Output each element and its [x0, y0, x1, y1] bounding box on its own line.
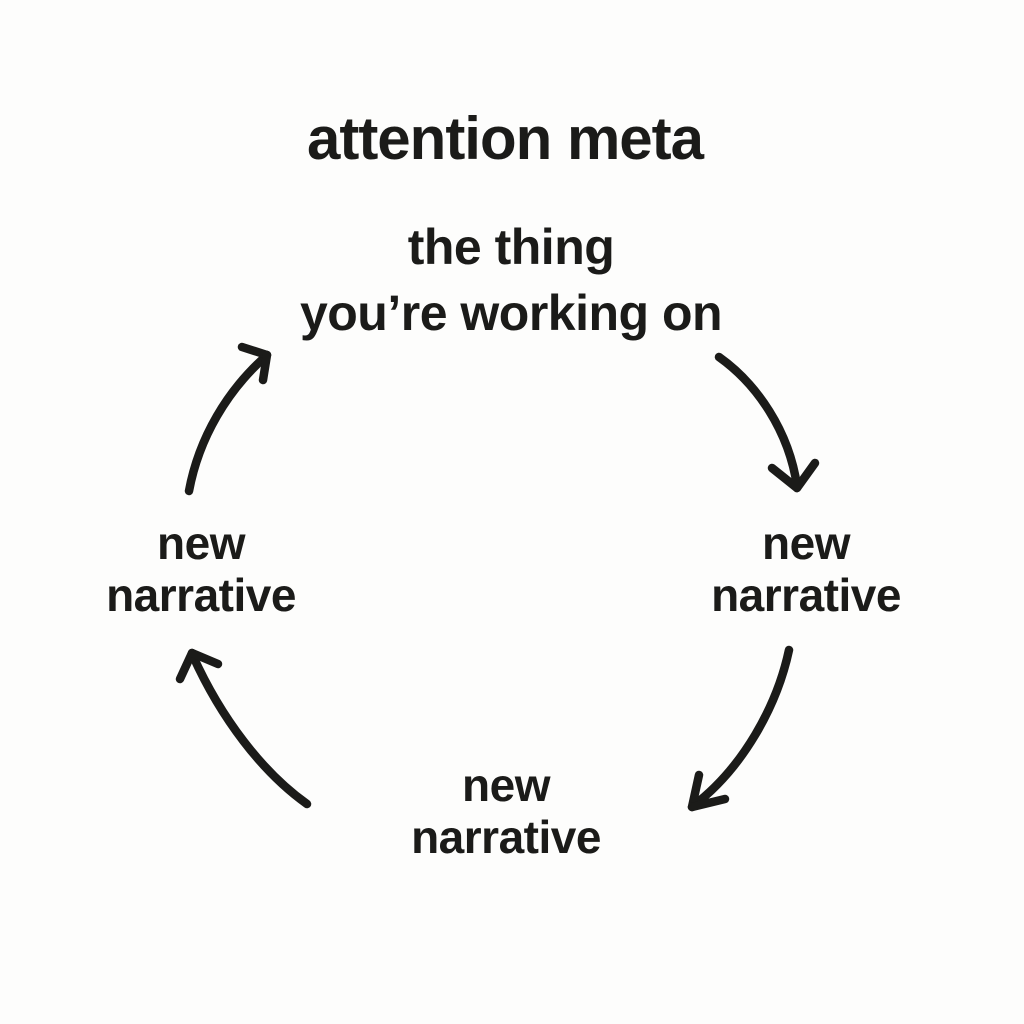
- node-new-narrative-bottom: new narrative: [411, 759, 601, 863]
- arrow-left-to-top-icon: [184, 342, 272, 496]
- node-the-thing: the thing you’re working on: [299, 219, 723, 341]
- node-new-narrative-left: new narrative: [106, 517, 296, 621]
- arrow-bottom-to-left-icon: [175, 648, 312, 809]
- arrow-top-to-right-icon: [714, 352, 820, 493]
- arrow-right-to-bottom-icon: [687, 645, 794, 812]
- node-new-narrative-right: new narrative: [711, 517, 901, 621]
- diagram-title: attention meta: [306, 105, 704, 172]
